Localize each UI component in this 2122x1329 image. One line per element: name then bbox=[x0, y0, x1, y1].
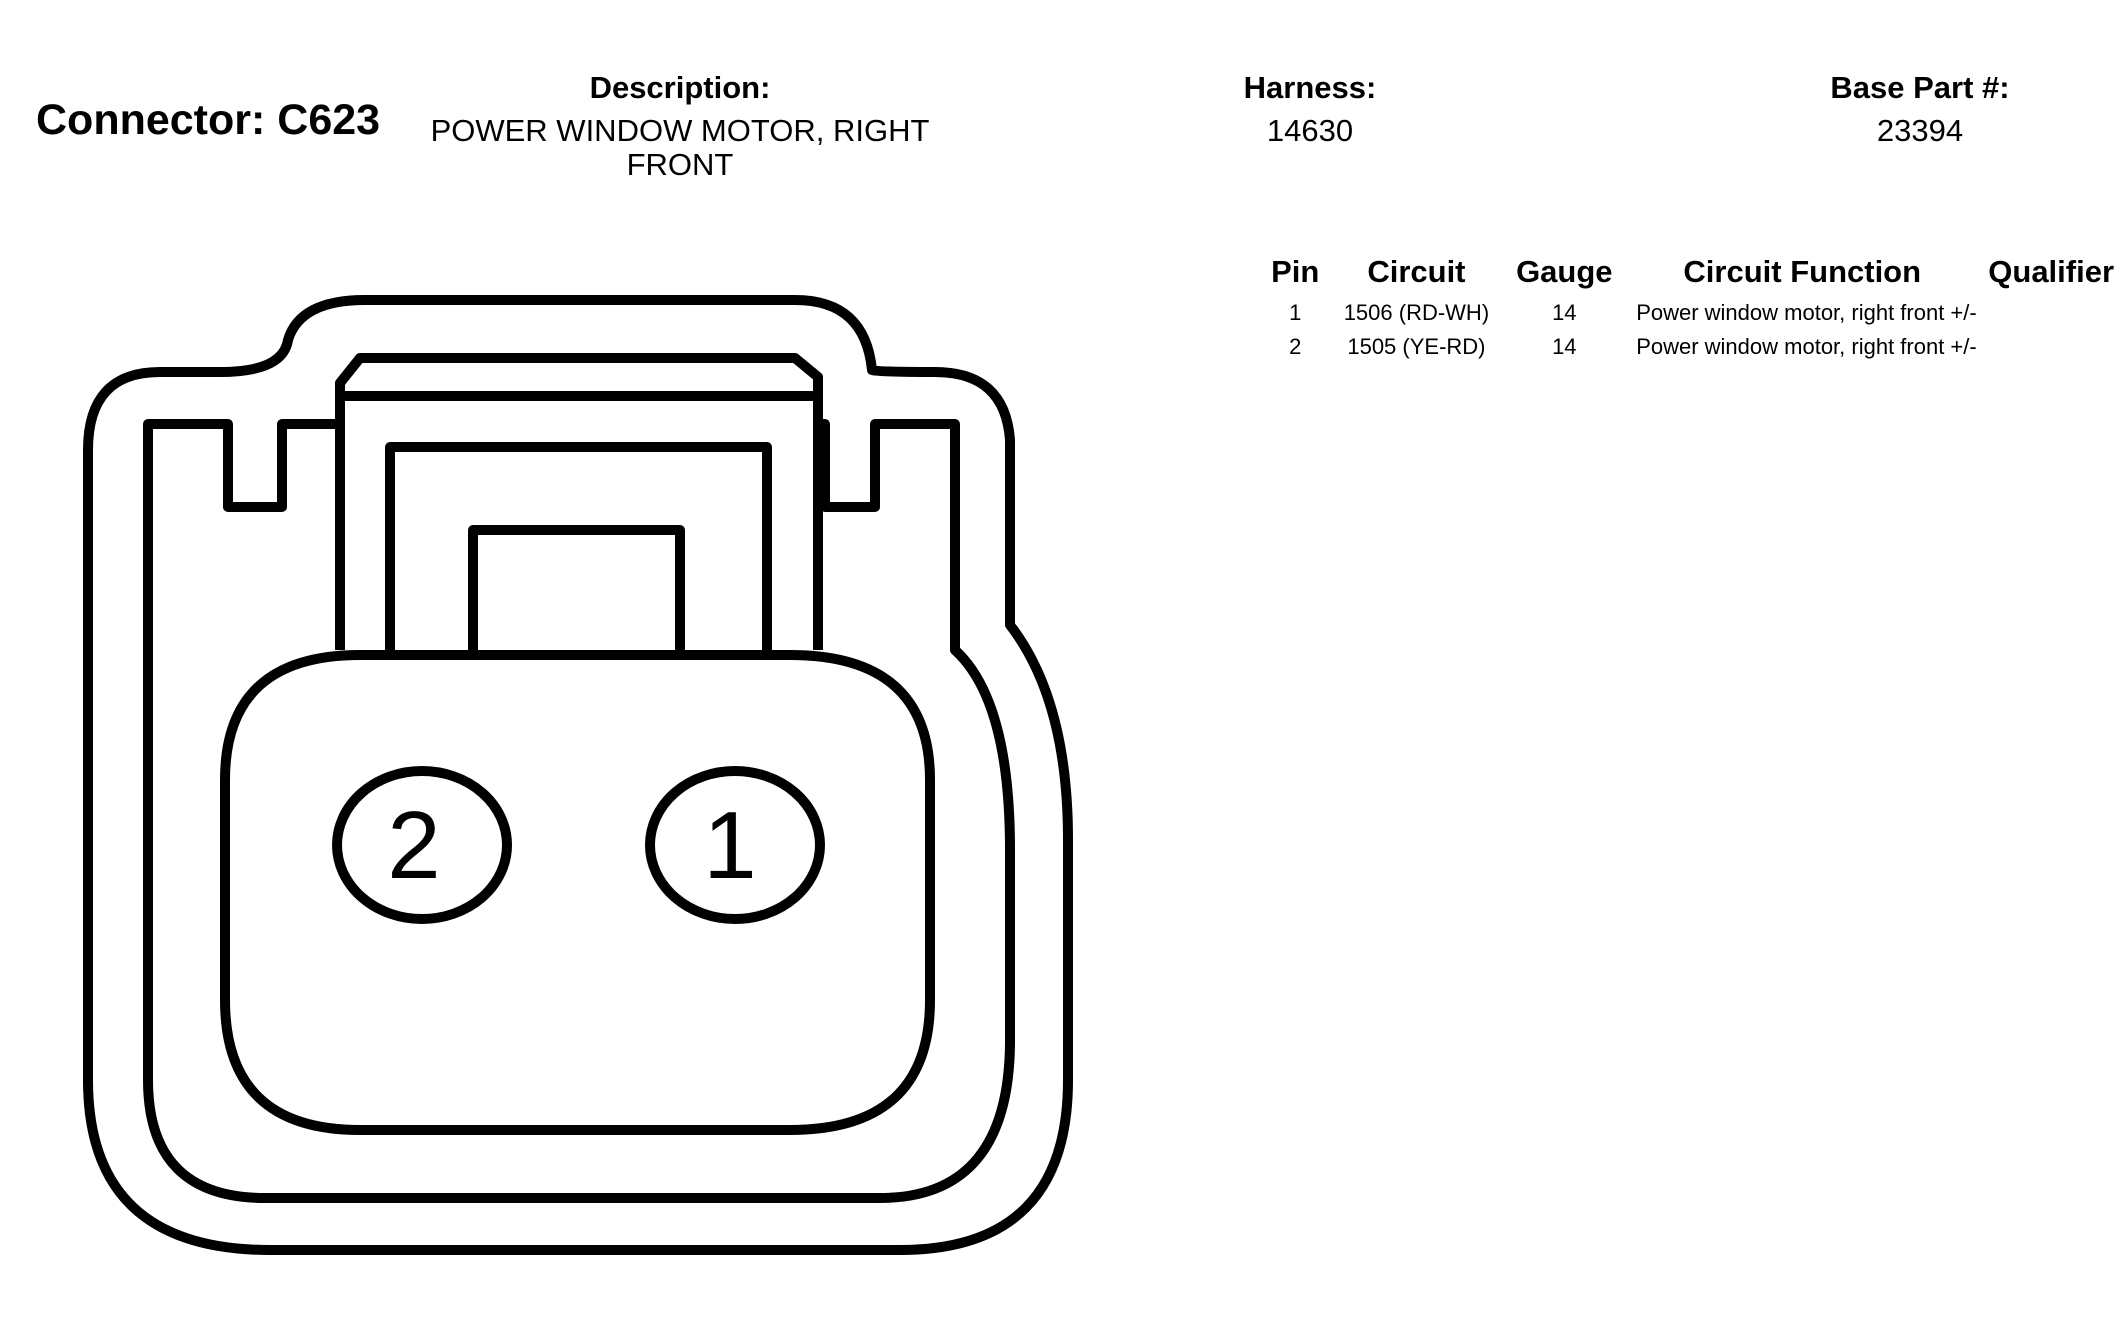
circuit-header: Circuit bbox=[1367, 254, 1466, 289]
pin-1-circle bbox=[645, 766, 825, 924]
pin-2-circle bbox=[332, 766, 512, 924]
pin-table: Pin Circuit Gauge Circuit Function Quali… bbox=[1262, 254, 2122, 364]
connector-title: Connector: C623 bbox=[36, 96, 381, 144]
gauge-cell: 14 bbox=[1552, 300, 1577, 325]
pin-cell: 2 bbox=[1289, 334, 1302, 359]
inner-housing-outline bbox=[143, 353, 1015, 1203]
description-value: POWER WINDOW MOTOR, RIGHT FRONT bbox=[430, 113, 930, 182]
circuit-cell: 1506 (RD-WH) bbox=[1343, 300, 1490, 325]
circuit-function-cell: Power window motor, right front +/- bbox=[1636, 300, 1977, 325]
circuit-function-cell: Power window motor, right front +/- bbox=[1636, 334, 1977, 359]
circuit-cell: 1505 (YE-RD) bbox=[1347, 334, 1486, 359]
gauge-cell: 14 bbox=[1552, 334, 1577, 359]
description-label: Description: bbox=[589, 70, 771, 105]
latch-tab-outline bbox=[468, 525, 685, 650]
qualifier-header: Qualifier bbox=[1988, 254, 2115, 289]
pin-cavity-outline bbox=[220, 650, 935, 1135]
latch-inner-outline bbox=[385, 442, 772, 650]
pin-2-label: 2 bbox=[387, 792, 440, 899]
pin-1-label: 1 bbox=[703, 792, 756, 899]
pin-cell: 1 bbox=[1289, 300, 1302, 325]
circuit-function-header: Circuit Function bbox=[1683, 254, 1922, 289]
harness-label: Harness: bbox=[1243, 70, 1377, 105]
table-row: 2 1505 (YE-RD) 14 Power window motor, ri… bbox=[1262, 330, 2122, 364]
base-part-value: 23394 bbox=[1876, 113, 1964, 148]
outer-housing-outline bbox=[83, 295, 1073, 1255]
table-row: 1 1506 (RD-WH) 14 Power window motor, ri… bbox=[1262, 296, 2122, 330]
gauge-header: Gauge bbox=[1516, 254, 1613, 289]
pin-table-header-row: Pin Circuit Gauge Circuit Function Quali… bbox=[1262, 254, 2122, 296]
pin-header: Pin bbox=[1271, 254, 1320, 289]
harness-value: 14630 bbox=[1266, 113, 1354, 148]
base-part-label: Base Part #: bbox=[1830, 70, 2010, 105]
latch-frame-outline bbox=[335, 391, 823, 650]
